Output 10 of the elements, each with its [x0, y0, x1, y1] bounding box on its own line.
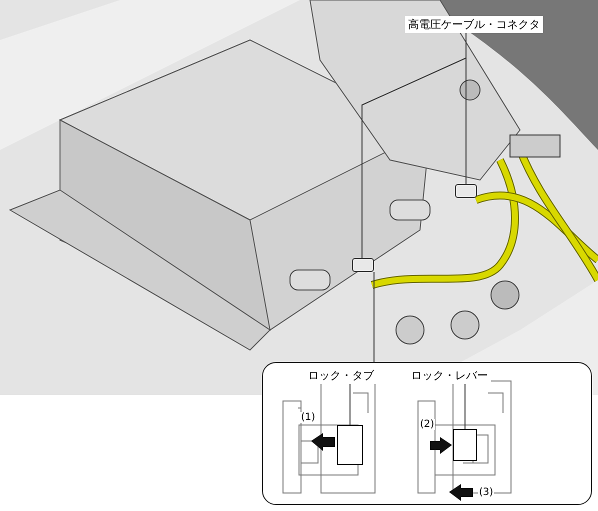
lock-tab: [337, 425, 363, 465]
leader-line: [464, 384, 466, 430]
callout-number: (2): [419, 419, 436, 430]
cable-connector: [455, 184, 477, 198]
callout-label: 高電圧ケーブル・コネクタ: [405, 16, 543, 33]
callout-number: (1): [300, 412, 316, 423]
detail-inset-panel: [262, 362, 592, 505]
callout-number: (3): [478, 487, 494, 498]
cable-connector: [352, 258, 374, 272]
lock-lever: [453, 429, 477, 461]
